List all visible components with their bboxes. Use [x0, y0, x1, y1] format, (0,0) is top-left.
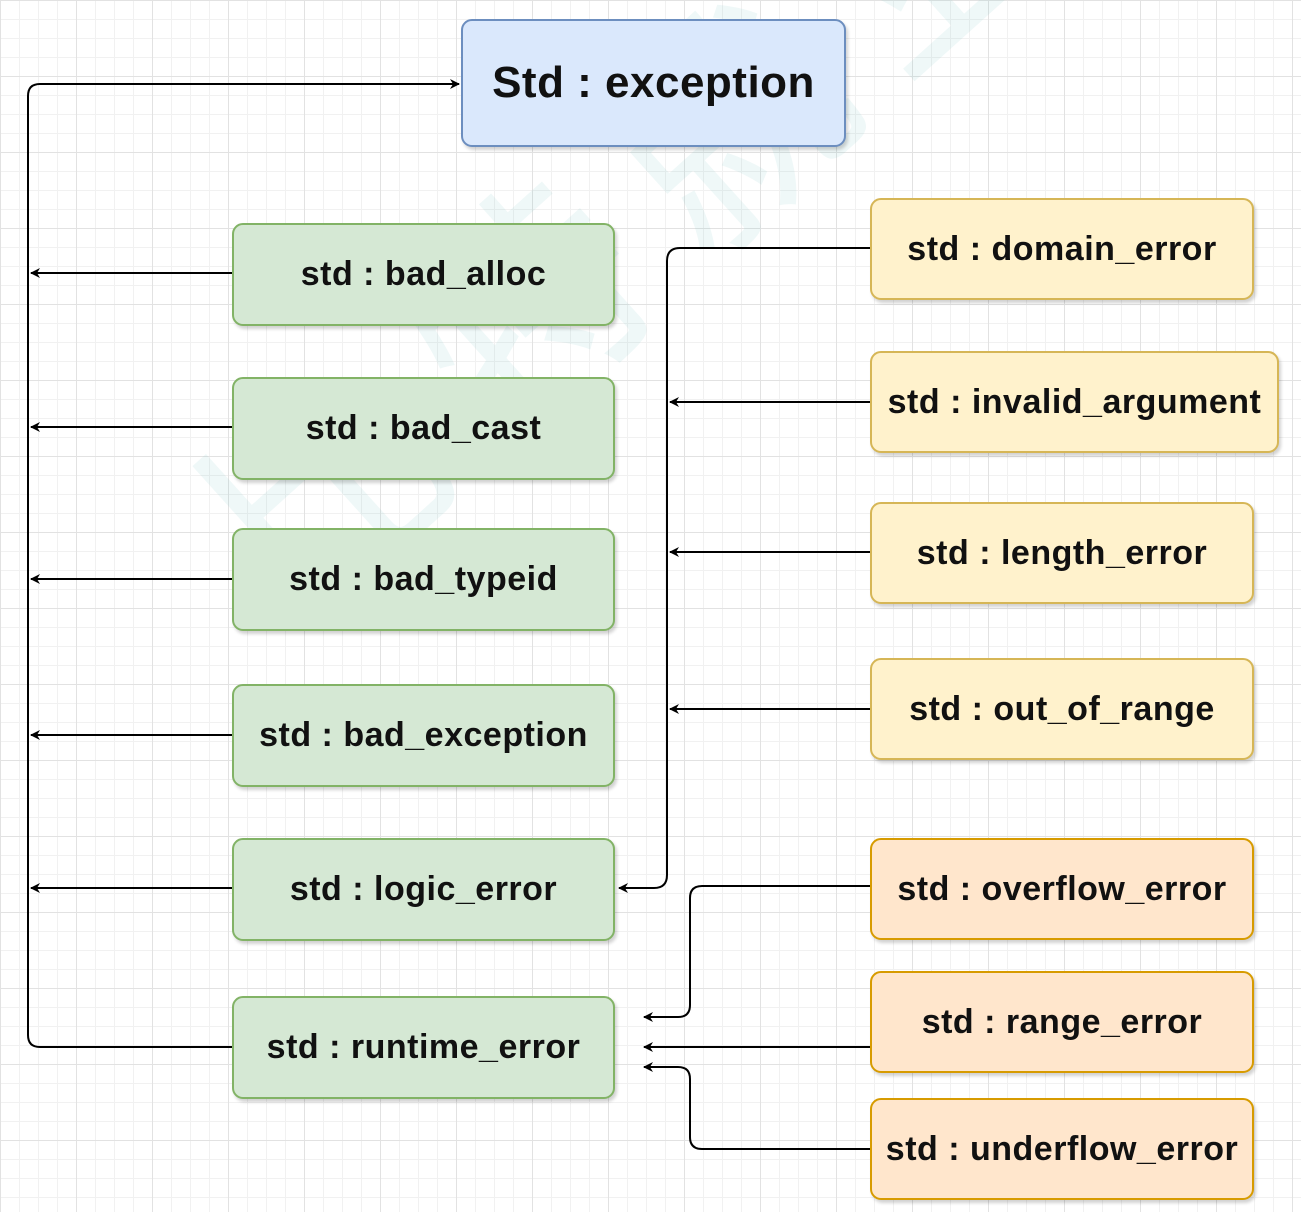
node-label: std : invalid_argument — [887, 382, 1262, 421]
node-label: std : bad_typeid — [289, 560, 558, 598]
node-length-error[interactable]: std : length_error — [870, 502, 1254, 604]
node-std-exception[interactable]: Std : exception — [461, 19, 846, 147]
node-bad-exception[interactable]: std : bad_exception — [232, 684, 615, 787]
node-label: std : range_error — [921, 1002, 1203, 1041]
node-label: std : domain_error — [907, 229, 1217, 268]
node-label: std : underflow_error — [885, 1129, 1239, 1168]
node-label: std : bad_cast — [305, 409, 542, 447]
node-runtime-error[interactable]: std : runtime_error — [232, 996, 615, 1099]
node-range-error[interactable]: std : range_error — [870, 971, 1254, 1073]
underflow-error-arrow — [643, 1062, 870, 1150]
node-bad-cast[interactable]: std : bad_cast — [232, 377, 615, 480]
node-label: std : bad_alloc — [300, 255, 547, 293]
node-invalid-argument[interactable]: std : invalid_argument — [870, 351, 1279, 453]
node-label: std : overflow_error — [897, 869, 1227, 908]
node-bad-alloc[interactable]: std : bad_alloc — [232, 223, 615, 326]
node-label: std : logic_error — [289, 870, 558, 908]
domain-error-arrow — [618, 247, 870, 893]
node-label: std : length_error — [916, 533, 1208, 572]
node-logic-error[interactable]: std : logic_error — [232, 838, 615, 941]
overflow-error-arrow — [643, 885, 870, 1022]
node-label: std : runtime_error — [266, 1028, 581, 1066]
node-out-of-range[interactable]: std : out_of_range — [870, 658, 1254, 760]
node-overflow-error[interactable]: std : overflow_error — [870, 838, 1254, 940]
node-domain-error[interactable]: std : domain_error — [870, 198, 1254, 300]
node-underflow-error[interactable]: std : underflow_error — [870, 1098, 1254, 1200]
node-label: std : out_of_range — [909, 689, 1215, 728]
node-label: Std : exception — [492, 58, 815, 107]
node-bad-typeid[interactable]: std : bad_typeid — [232, 528, 615, 631]
node-label: std : bad_exception — [259, 716, 588, 754]
